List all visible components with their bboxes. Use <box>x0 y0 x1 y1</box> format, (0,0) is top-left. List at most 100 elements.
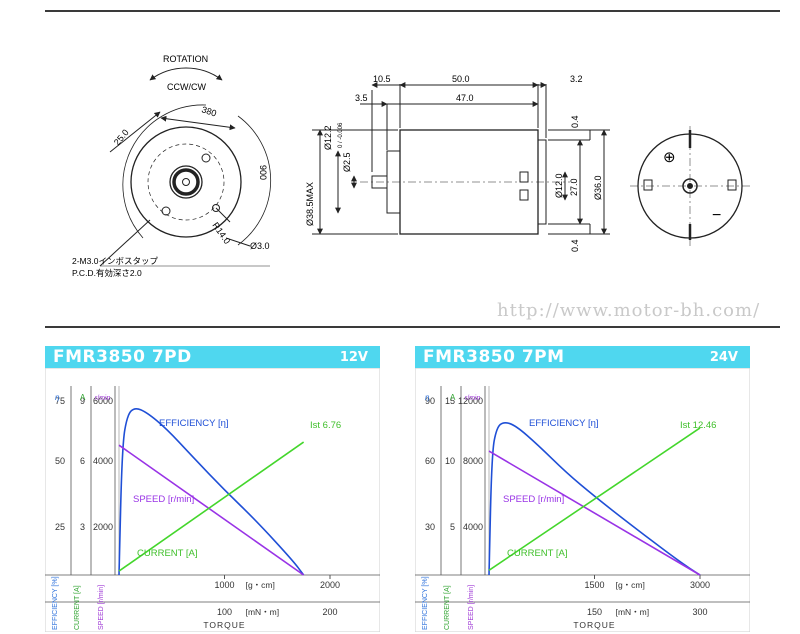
panel-header: FMR3850 7PM 24V <box>415 346 750 368</box>
middle-rule <box>45 326 780 328</box>
dim-3-5: 3.5 <box>355 93 368 103</box>
speed-side-label: SPEED [r/min] <box>98 585 105 630</box>
x-unit-mnm: [mN・m] <box>246 607 280 617</box>
rear-view <box>630 126 750 246</box>
speed-tick-label: 4000 <box>463 522 483 532</box>
dim-d12-2: Ø12.2 <box>323 125 333 150</box>
speed-tick-label: 6000 <box>93 396 113 406</box>
current-tick-label: 15 <box>445 396 455 406</box>
dim-tolerance: 0 / -0.006 <box>338 122 344 148</box>
side-view <box>312 82 610 235</box>
rotation-title: ROTATION <box>163 54 208 64</box>
eff-side-label: EFFICIENCY [%] <box>52 576 59 630</box>
stall-current-label: Ist 12.46 <box>680 420 716 431</box>
motor-drawing: ROTATION CCW/CW 380 25.0 900 R14.0 Ø3.0 … <box>72 54 750 278</box>
eff-unit-label: η <box>425 393 430 402</box>
model-title: FMR3850 7PD <box>53 347 192 367</box>
x-tick-label-mnm: 200 <box>322 607 337 617</box>
x-tick-label-gcm: 1000 <box>214 580 234 590</box>
dim-d36: Ø36.0 <box>593 175 603 200</box>
current-label: CURRENT [A] <box>137 548 198 559</box>
speed-tick-label: 4000 <box>93 456 113 466</box>
x-unit-mnm: [mN・m] <box>616 607 650 617</box>
speed-side-label: SPEED [r/min] <box>468 585 475 630</box>
plus-icon: ⊕ <box>663 149 676 166</box>
current-side-label: CURRENT [A] <box>444 585 451 630</box>
speed-tick-label: 8000 <box>463 456 483 466</box>
eff-side-label: EFFICIENCY [%] <box>422 576 429 630</box>
eff-tick-label: 50 <box>55 456 65 466</box>
panel-header: FMR3850 7PD 12V <box>45 346 380 368</box>
dim-10-5: 10.5 <box>373 74 391 84</box>
speed-label: SPEED [r/min] <box>503 494 564 505</box>
x-axis-title: TORQUE <box>573 620 615 630</box>
eff-tick-label: 60 <box>425 456 435 466</box>
x-tick-label-mnm: 300 <box>692 607 707 617</box>
dim-900: 900 <box>258 165 268 180</box>
current-side-label: CURRENT [A] <box>74 585 81 630</box>
eff-tick-label: 25 <box>55 522 65 532</box>
dim-0-4-bottom: 0.4 <box>570 239 580 252</box>
dim-47: 47.0 <box>456 93 474 103</box>
current-unit-label: A <box>450 393 456 402</box>
speed-label: SPEED [r/min] <box>133 494 194 505</box>
current-tick-label: 10 <box>445 456 455 466</box>
note-line-2: P.C.D.有効深さ2.0 <box>72 268 142 278</box>
note-line-1: 2-M3.0インボスタップ <box>72 256 158 266</box>
series-line-speed <box>488 450 701 576</box>
voltage-label: 12V <box>339 350 368 365</box>
current-label: CURRENT [A] <box>507 548 568 559</box>
efficiency-label: EFFICIENCY [η] <box>159 418 229 429</box>
speed-unit-label: r/min <box>95 395 111 402</box>
chart-frame <box>415 368 750 632</box>
dim-d2-5: Ø2.5 <box>342 152 352 172</box>
efficiency-label: EFFICIENCY [η] <box>529 418 599 429</box>
eff-unit-label: η <box>55 393 60 402</box>
eff-tick-label: 30 <box>425 522 435 532</box>
speed-tick-label: 2000 <box>93 522 113 532</box>
dim-hole: Ø3.0 <box>250 241 270 251</box>
x-tick-label-mnm: 150 <box>587 607 602 617</box>
x-tick-label-mnm: 100 <box>217 607 232 617</box>
x-tick-label-gcm: 3000 <box>690 580 710 590</box>
dim-3-2: 3.2 <box>570 74 583 84</box>
current-tick-label: 6 <box>80 456 85 466</box>
x-unit-gcm: [g・cm] <box>616 580 645 590</box>
dim-380: 380 <box>200 104 217 118</box>
series-line-speed <box>118 444 305 576</box>
current-tick-label: 9 <box>80 396 85 406</box>
dim-50: 50.0 <box>452 74 470 84</box>
chart-panel-7pm: FMR3850 7PM 24V 90 60 30 15 10 5 12000 8000 4000… <box>415 346 750 632</box>
rotation-value: CCW/CW <box>167 82 206 92</box>
x-unit-gcm: [g・cm] <box>246 580 275 590</box>
eff-tick-label: 75 <box>55 396 65 406</box>
current-unit-label: A <box>80 393 86 402</box>
model-title: FMR3850 7PM <box>423 347 565 367</box>
dim-27: 27.0 <box>569 178 579 196</box>
dim-d12: Ø12.0 <box>554 173 564 198</box>
stall-current-label: Ist 6.76 <box>310 420 341 431</box>
minus-icon: − <box>712 207 721 224</box>
dim-d38-5: Ø38.5MAX <box>305 182 315 226</box>
front-view <box>99 67 271 267</box>
speed-tick-label: 12000 <box>458 396 483 406</box>
eff-tick-label: 90 <box>425 396 435 406</box>
series-line-current <box>488 427 701 571</box>
series-line-current <box>118 441 305 572</box>
series-line-eff <box>118 408 305 576</box>
current-tick-label: 3 <box>80 522 85 532</box>
website-url[interactable]: http://www.motor-bh.com/ <box>497 300 761 321</box>
top-rule <box>45 10 780 12</box>
dim-r14: R14.0 <box>210 220 232 245</box>
speed-unit-label: r/min <box>465 395 481 402</box>
x-tick-label-gcm: 2000 <box>320 580 340 590</box>
x-tick-label-gcm: 1500 <box>584 580 604 590</box>
x-axis-title: TORQUE <box>203 620 245 630</box>
dim-0-4-top: 0.4 <box>570 115 580 128</box>
current-tick-label: 5 <box>450 522 455 532</box>
voltage-label: 24V <box>709 350 738 365</box>
chart-frame <box>45 368 380 632</box>
